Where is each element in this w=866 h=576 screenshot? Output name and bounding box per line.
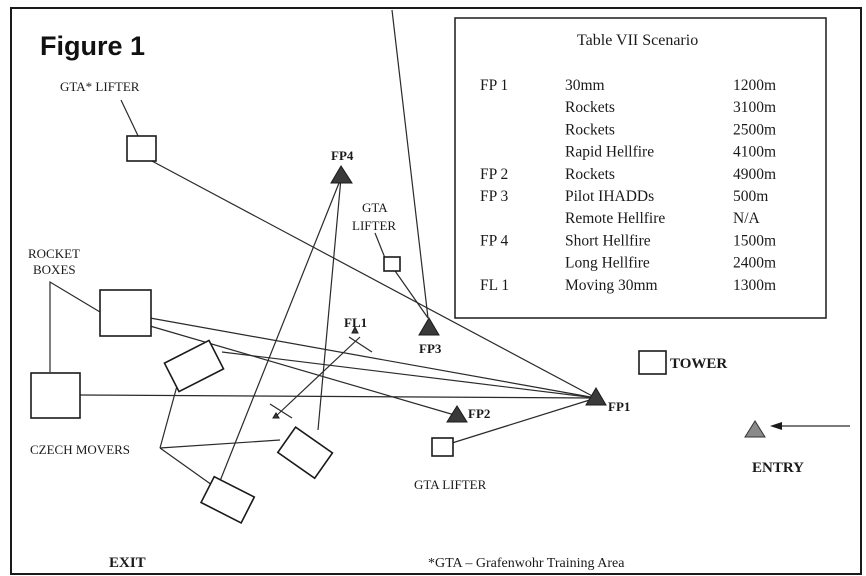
table-row: FP 4 Short Hellfire 1500m: [480, 232, 776, 249]
label-fl1: FL1: [344, 315, 367, 330]
line-gta-lifter-bottom-to-fp1: [451, 397, 597, 444]
label-rocket-boxes-1: ROCKET: [28, 246, 80, 261]
table-cell-range: 1300m: [733, 277, 776, 294]
line-big-box-to-fp1: [79, 394, 597, 399]
gta-lifter-bottom-box: [431, 437, 454, 457]
czech-mover-1: [163, 339, 225, 393]
label-fp4: FP4: [331, 148, 354, 163]
connector-lines: [49, 9, 850, 486]
table-cell-weapon: Long Hellfire: [565, 255, 650, 272]
table-cell-weapon: Rockets: [565, 99, 615, 116]
leader-gta-lifter-mid: [374, 232, 386, 259]
label-rocket-boxes-2: BOXES: [33, 262, 76, 277]
table-cell-range: 2400m: [733, 255, 776, 272]
boxes: [30, 135, 667, 524]
table-cell-range: 1500m: [733, 232, 776, 249]
leader-czech-movers-3: [159, 447, 213, 486]
line-gta-lifter-top-to-fp1: [149, 159, 597, 399]
table-cell-range: N/A: [733, 210, 761, 227]
table-row: Remote Hellfire N/A: [565, 210, 761, 227]
table-row: Rockets 3100m: [565, 99, 776, 116]
table-cell-range: 4900m: [733, 166, 776, 183]
table-row: Long Hellfire 2400m: [565, 255, 776, 272]
table-row: FL 1 Moving 30mm 1300m: [480, 277, 776, 294]
line-rocket-box-to-fp1: [149, 317, 597, 399]
table-cell-weapon: Remote Hellfire: [565, 210, 665, 227]
line-fl1-track: [274, 336, 361, 418]
table-cell-point: FP 1: [480, 77, 508, 94]
rocket-box-lower: [30, 372, 81, 419]
table-row: FP 2 Rockets 4900m: [480, 166, 776, 183]
footnote: *GTA – Grafenwohr Training Area: [428, 556, 625, 571]
table-cell-range: 4100m: [733, 144, 776, 161]
table-cell-weapon: Rapid Hellfire: [565, 144, 654, 161]
label-exit: EXIT: [109, 555, 146, 571]
label-fp3: FP3: [419, 341, 442, 356]
table-cell-point: FL 1: [480, 277, 509, 294]
table-cell-weapon: Rockets: [565, 121, 615, 138]
table-cell-weapon: Pilot IHADDs: [565, 188, 654, 205]
gta-lifter-mid-box: [383, 256, 401, 272]
gta-lifter-top-box: [126, 135, 157, 162]
table-cell-point: FP 4: [480, 232, 509, 249]
leader-gta-lifter-top: [120, 99, 141, 141]
leader-rocket-boxes: [49, 280, 101, 372]
table-row: FP 1 30mm 1200m: [480, 77, 776, 94]
table-cell-weapon: 30mm: [565, 77, 605, 94]
table-cell-range: 2500m: [733, 121, 776, 138]
label-gta-lifter-mid-2: LIFTER: [352, 218, 396, 233]
figure-title: Figure 1: [40, 31, 145, 61]
table-cell-range: 500m: [733, 188, 768, 205]
czech-mover-3: [199, 475, 256, 524]
table-row: Rapid Hellfire 4100m: [565, 144, 776, 161]
fl1-marker: [351, 325, 359, 334]
table-cell-range: 1200m: [733, 77, 776, 94]
fp2-marker: [446, 405, 468, 423]
table-cell-point: FP 3: [480, 188, 509, 205]
table-title: Table VII Scenario: [577, 32, 698, 49]
fp4-marker: [330, 165, 353, 184]
label-tower: TOWER: [670, 356, 727, 372]
leader-czech-movers-2: [159, 439, 281, 449]
line-gta-lifter-mid-to-fp3: [392, 267, 429, 319]
table-cell-point: FP 2: [480, 166, 508, 183]
table-row: Rockets 2500m: [565, 121, 776, 138]
line-fp4-to-mover-right: [317, 177, 342, 431]
fp1-marker: [585, 387, 607, 406]
line-fp4-to-mover-low: [219, 177, 342, 482]
table-cell-range: 3100m: [733, 99, 776, 116]
label-entry: ENTRY: [752, 460, 804, 476]
label-gta-lifter-mid-1: GTA: [362, 200, 388, 215]
entry-arrow-head: [770, 422, 782, 430]
rocket-box-upper: [99, 289, 152, 337]
table-cell-weapon: Short Hellfire: [565, 232, 651, 249]
table-row: FP 3 Pilot IHADDs 500m: [480, 188, 768, 205]
label-gta-lifter-top: GTA* LIFTER: [60, 79, 140, 94]
table-cell-weapon: Rockets: [565, 166, 615, 183]
fl1-tick-bottom: [269, 403, 293, 419]
line-top-to-fp3: [391, 9, 429, 319]
label-czech-movers: CZECH MOVERS: [30, 442, 130, 457]
entry-marker: [744, 420, 766, 438]
table-frame: [454, 17, 827, 319]
fl1-marker-lower: [272, 412, 280, 419]
figure-frame: [10, 7, 862, 575]
fl1-tick-top: [348, 336, 373, 353]
label-gta-lifter-bottom: GTA LIFTER: [414, 477, 487, 492]
label-fp1: FP1: [608, 399, 630, 414]
firing-points: [272, 165, 766, 438]
label-fp2: FP2: [468, 406, 490, 421]
line-mover-to-fp1: [221, 351, 597, 399]
fp3-marker: [418, 317, 440, 336]
labels: GTA* LIFTER FP4 GTA LIFTER ROCKET BOXES …: [28, 79, 804, 571]
table-cell-weapon: Moving 30mm: [565, 277, 658, 294]
line-rocket-box-to-fp2: [149, 325, 459, 417]
czech-mover-2: [276, 425, 334, 480]
tower-box: [638, 350, 667, 375]
